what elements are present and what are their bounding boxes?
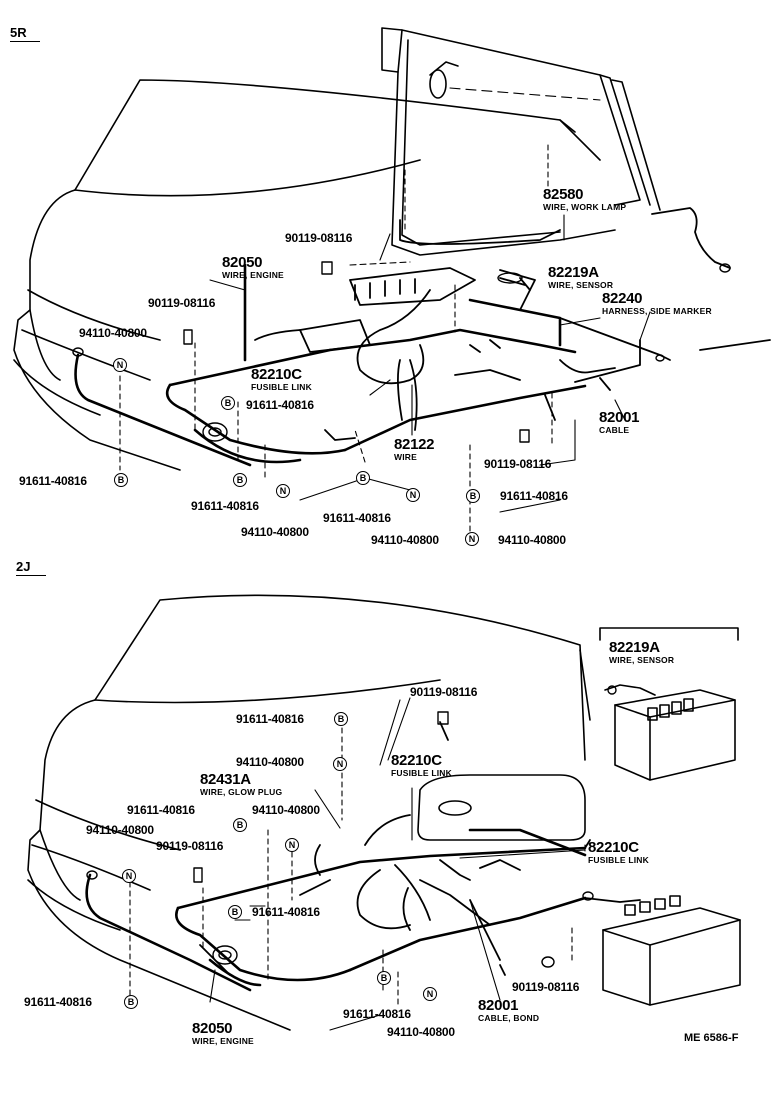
callout-82210c: 82210C FUSIBLE LINK bbox=[251, 366, 312, 392]
bolt-symbol: B bbox=[466, 489, 480, 503]
nut-symbol: N bbox=[333, 757, 347, 771]
callout-82580: 82580 WIRE, WORK LAMP bbox=[543, 186, 627, 212]
air-cleaner-2j bbox=[417, 774, 586, 841]
section-title-2j: 2J bbox=[16, 560, 46, 576]
bolt-symbol: B bbox=[124, 995, 138, 1009]
callout-94110-a-2j: 94110-40800 bbox=[236, 755, 304, 769]
nut-symbol: N bbox=[406, 488, 420, 502]
callout-90119-c-2j: 90119-08116 bbox=[512, 980, 580, 994]
nut-symbol: N bbox=[465, 532, 479, 546]
callout-90119-b-2j: 90119-08116 bbox=[156, 839, 224, 853]
nut-symbol: N bbox=[122, 869, 136, 883]
callout-82001-2j: 82001 CABLE, BOND bbox=[478, 997, 540, 1023]
callout-90119-a: 90119-08116 bbox=[285, 231, 353, 245]
callout-82210c-a-2j: 82210C FUSIBLE LINK bbox=[391, 752, 452, 778]
bolt-symbol: B bbox=[228, 905, 242, 919]
callout-91611-c-2j: 91611-40816 bbox=[252, 905, 320, 919]
section-title-5r: 5R bbox=[10, 26, 40, 42]
cab-panel-5r bbox=[381, 27, 661, 256]
callout-91611-e: 91611-40816 bbox=[323, 511, 391, 525]
callout-82431a-2j: 82431A WIRE, GLOW PLUG bbox=[200, 771, 283, 797]
callout-94110-d-2j: 94110-40800 bbox=[387, 1025, 455, 1039]
callout-90119-a-2j: 90119-08116 bbox=[410, 685, 478, 699]
hood-outline-5r bbox=[13, 79, 601, 471]
callout-91611-c: 91611-40816 bbox=[500, 489, 568, 503]
battery-2j bbox=[599, 627, 741, 1006]
callout-91611-d-2j: 91611-40816 bbox=[24, 995, 92, 1009]
callout-90119-c: 90119-08116 bbox=[484, 457, 552, 471]
callout-82219a-2j: 82219A WIRE, SENSOR bbox=[609, 639, 675, 665]
callout-82240: 82240 HARNESS, SIDE MARKER bbox=[602, 290, 712, 316]
callout-94110-b-2j: 94110-40800 bbox=[252, 803, 320, 817]
bolt-symbol: B bbox=[377, 971, 391, 985]
bolt-symbol: B bbox=[114, 473, 128, 487]
nut-symbol: N bbox=[276, 484, 290, 498]
nut-symbol: N bbox=[423, 987, 437, 1001]
callout-82050-2j: 82050 WIRE, ENGINE bbox=[192, 1020, 254, 1046]
callout-94110-a: 94110-40800 bbox=[79, 326, 147, 340]
callout-82219a: 82219A WIRE, SENSOR bbox=[548, 264, 614, 290]
callout-94110-b: 94110-40800 bbox=[241, 525, 309, 539]
callout-91611-d: 91611-40816 bbox=[191, 499, 259, 513]
bolt-symbol: B bbox=[356, 471, 370, 485]
engine-harness-2j bbox=[85, 828, 587, 992]
callout-82050: 82050 WIRE, ENGINE bbox=[222, 254, 284, 280]
callout-91611-e-2j: 91611-40816 bbox=[343, 1007, 411, 1021]
callout-94110-c-2j: 94110-40800 bbox=[86, 823, 154, 837]
components-5r bbox=[72, 261, 731, 443]
bolt-symbol: B bbox=[233, 473, 247, 487]
leader-lines-5r bbox=[119, 87, 651, 536]
leader-lines-2j bbox=[129, 697, 586, 1031]
figure-reference: ME 6586-F bbox=[684, 1032, 739, 1044]
callout-91611-b: 91611-40816 bbox=[19, 474, 87, 488]
callout-91611-a: 91611-40816 bbox=[246, 398, 314, 412]
bolt-symbol: B bbox=[233, 818, 247, 832]
nut-symbol: N bbox=[285, 838, 299, 852]
callout-91611-b-2j: 91611-40816 bbox=[127, 803, 195, 817]
nut-symbol: N bbox=[113, 358, 127, 372]
bolt-symbol: B bbox=[221, 396, 235, 410]
hood-outline-2j bbox=[27, 594, 591, 1031]
components-2j bbox=[86, 685, 617, 968]
callout-91611-a-2j: 91611-40816 bbox=[236, 712, 304, 726]
harness-details-5r bbox=[254, 207, 771, 441]
callout-90119-b: 90119-08116 bbox=[148, 296, 216, 310]
callout-82001: 82001 CABLE bbox=[599, 409, 640, 435]
callout-94110-d: 94110-40800 bbox=[498, 533, 566, 547]
callout-82122: 82122 WIRE bbox=[394, 436, 435, 462]
callout-94110-c: 94110-40800 bbox=[371, 533, 439, 547]
callout-82210c-b-2j: 82210C FUSIBLE LINK bbox=[588, 839, 649, 865]
harness-details-2j bbox=[199, 721, 641, 976]
bolt-symbol: B bbox=[334, 712, 348, 726]
